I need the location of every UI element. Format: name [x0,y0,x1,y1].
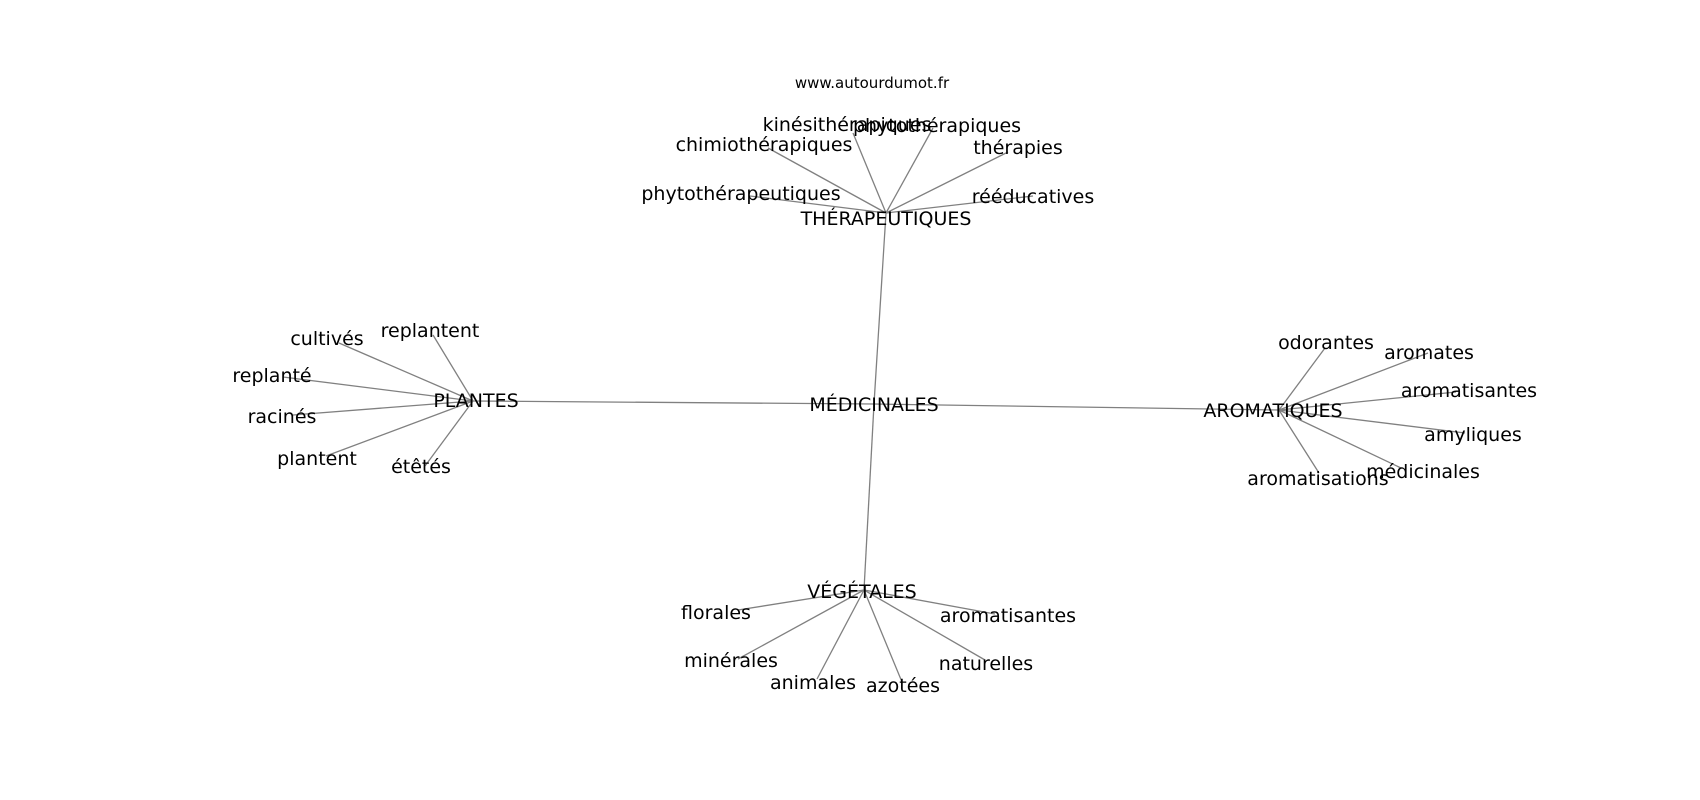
edge-therapeutiques-leaf-4 [749,195,887,214]
leaf-label-plantes-3: racinés [248,406,317,428]
edge-vegetales-leaf-2 [737,589,865,660]
edge-center-vegetales [863,403,875,591]
edge-center-therapeutiques [873,212,887,405]
hub-label-vegetales: VÉGÉTALES [807,580,917,603]
edge-aromatiques-leaf-4 [1278,409,1402,469]
leaf-label-plantes-4: plantent [277,448,357,470]
hub-label-therapeutiques: THÉRAPEUTIQUES [800,207,972,230]
edge-vegetales-leaf-4 [816,589,865,680]
edge-therapeutiques-leaf-5 [885,195,1034,214]
edge-aromatiques-leaf-1 [1278,352,1429,411]
edge-aromatiques-leaf-0 [1278,347,1326,411]
edges-layer [282,127,1466,683]
leaf-label-plantes-1: replantent [381,320,480,342]
edge-therapeutiques-leaf-0 [852,132,887,214]
edge-center-plantes [472,400,875,405]
edge-therapeutiques-leaf-3 [885,151,1009,214]
center-node-label: MÉDICINALES [809,393,938,416]
hub-label-aromatiques: AROMATIQUES [1203,400,1342,422]
leaf-label-therapeutiques-2: chimiothérapiques [676,134,853,156]
edge-plantes-leaf-3 [292,400,474,416]
leaf-label-therapeutiques-1: phytothérapiques [853,115,1021,137]
edge-therapeutiques-leaf-2 [767,147,887,214]
leaf-label-vegetales-3: naturelles [939,653,1033,675]
leaf-label-aromatiques-1: aromates [1384,342,1474,364]
edge-aromatiques-leaf-3 [1278,409,1466,434]
leaf-label-vegetales-4: animales [770,672,856,694]
edge-plantes-leaf-5 [424,400,474,467]
labels-layer: www.autourdumot.fr MÉDICINALES THÉRAPEUT… [232,74,1537,697]
leaf-label-aromatiques-4: médicinales [1366,461,1480,483]
edge-vegetales-leaf-3 [863,589,986,661]
edge-aromatiques-leaf-2 [1278,391,1457,411]
leaf-label-therapeutiques-3: thérapies [973,137,1063,159]
source-watermark: www.autourdumot.fr [795,74,950,92]
leaf-label-therapeutiques-5: rééducatives [972,186,1095,208]
edge-vegetales-leaf-0 [737,589,865,611]
leaf-label-vegetales-1: aromatisantes [940,605,1076,627]
edge-vegetales-leaf-5 [863,589,903,683]
edge-center-aromatiques [873,403,1280,411]
edge-therapeutiques-leaf-1 [885,127,934,214]
edge-plantes-leaf-4 [325,400,474,457]
leaf-label-therapeutiques-0: kinésithérapiques [763,114,932,136]
leaf-label-aromatiques-3: amyliques [1424,424,1522,446]
edge-aromatiques-leaf-5 [1278,409,1320,474]
leaf-label-vegetales-5: azotées [866,675,940,697]
leaf-label-aromatiques-5: aromatisations [1247,468,1388,490]
leaf-label-plantes-2: replanté [232,365,311,387]
leaf-label-aromatiques-0: odorantes [1278,332,1374,354]
leaf-label-plantes-5: étêtés [391,456,451,478]
edge-plantes-leaf-1 [432,334,474,402]
leaf-label-vegetales-0: florales [681,602,751,624]
edge-plantes-leaf-2 [282,376,474,402]
hub-label-plantes: PLANTES [433,390,518,412]
leaf-label-plantes-0: cultivés [290,328,363,350]
leaf-label-vegetales-2: minérales [684,650,778,672]
leaf-label-therapeutiques-4: phytothérapeutiques [641,183,840,205]
edge-vegetales-leaf-1 [863,589,996,615]
leaf-label-aromatiques-2: aromatisantes [1401,380,1537,402]
edge-plantes-leaf-0 [338,342,474,402]
